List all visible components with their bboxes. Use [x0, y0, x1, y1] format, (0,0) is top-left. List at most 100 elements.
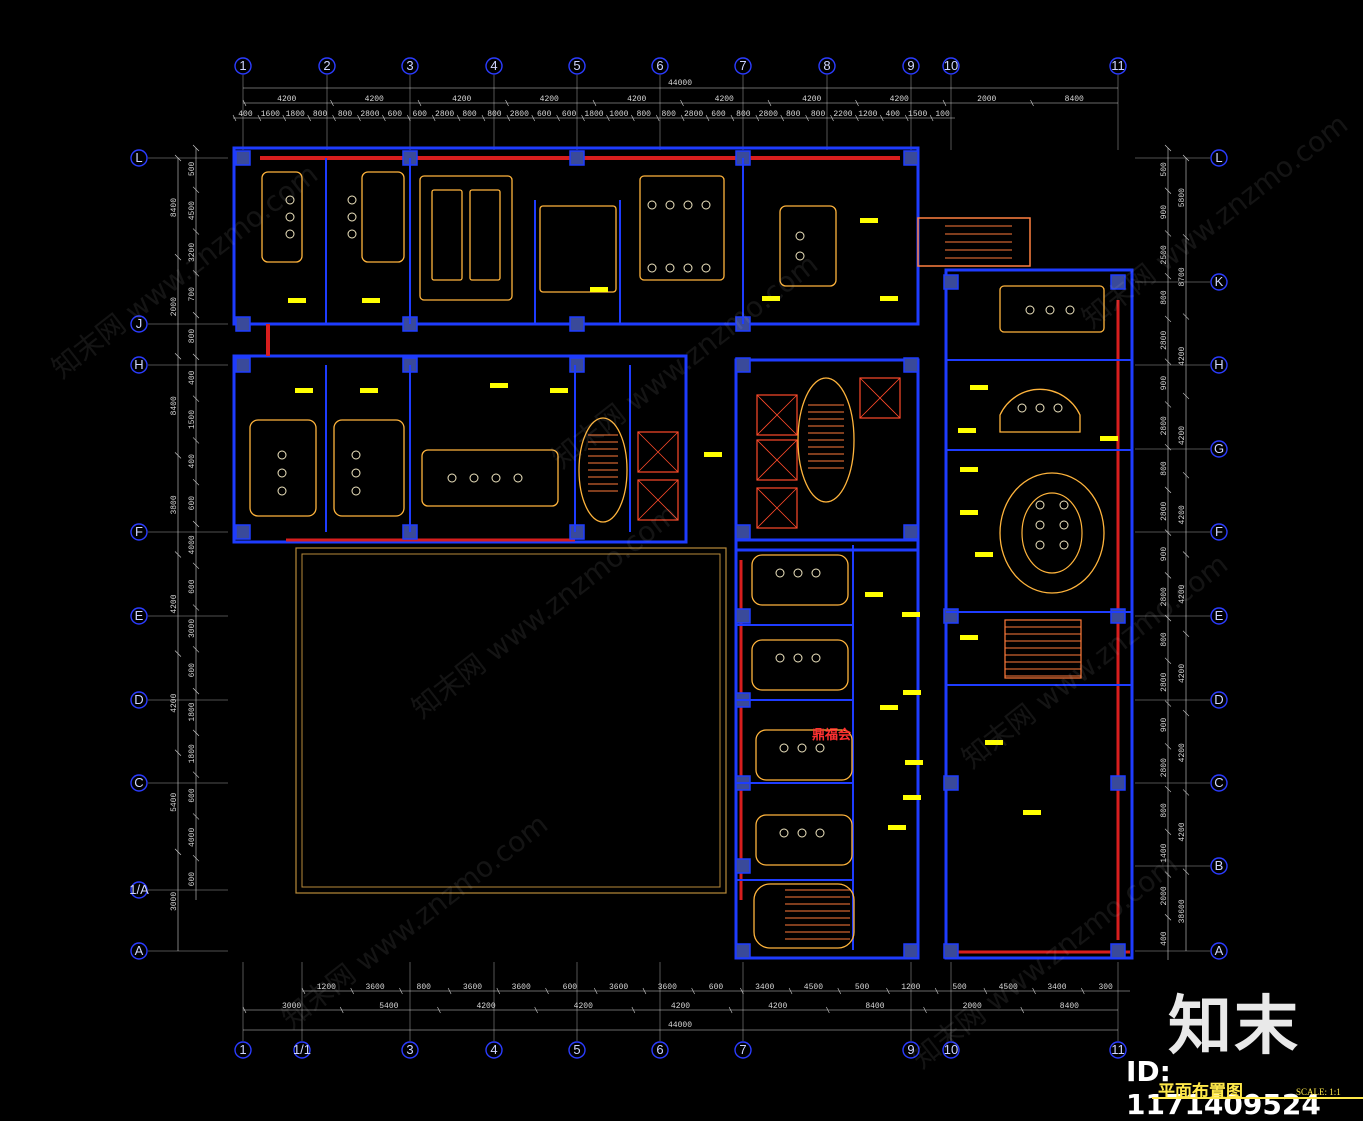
dimension-top-bay: 8400 — [1065, 95, 1084, 104]
dimension-tick — [174, 253, 182, 261]
grid-bubble-circle — [130, 607, 148, 625]
dimension-right-bay: 4200 — [1178, 584, 1187, 603]
annotation-tag — [985, 740, 1003, 745]
grid-bubble-bottom: 1 — [234, 1041, 252, 1059]
dimension-right-bay: 4200 — [1178, 664, 1187, 683]
annotation-tag — [550, 388, 568, 393]
dimension-right-bay: 4200 — [1178, 822, 1187, 841]
dimension-tick — [929, 114, 934, 122]
elevator — [756, 487, 798, 529]
chair — [1035, 500, 1045, 510]
annotation-tag — [288, 298, 306, 303]
chair — [1035, 520, 1045, 530]
dimension-right-detail: 2800 — [1160, 672, 1169, 691]
dimension-left-bay: 5400 — [170, 793, 179, 812]
dimension-tick — [174, 551, 182, 558]
dimension-tick — [506, 114, 511, 122]
annotation-tag — [1100, 436, 1118, 441]
dimension-tick — [1164, 486, 1172, 494]
grid-bubble-label: L — [1215, 150, 1222, 165]
brand-logo: 知末 — [1168, 990, 1300, 1064]
grid-bubble-label: 7 — [739, 58, 746, 73]
grid-bubble-circle — [401, 1041, 419, 1059]
dimension-top-detail: 600 — [711, 110, 726, 119]
dimension-tick — [631, 114, 635, 122]
grid-bubble-right: G — [1210, 440, 1228, 458]
dimension-tick — [855, 99, 859, 107]
grid-bubble-left: E — [130, 607, 148, 625]
dimension-tick — [631, 1006, 636, 1014]
sofa-set — [261, 171, 303, 263]
dimension-tick — [1164, 914, 1172, 921]
dimension-tick — [192, 687, 200, 695]
chair — [347, 212, 357, 222]
dimension-top-detail: 800 — [487, 110, 502, 119]
grid-bubble-bottom: 7 — [734, 1041, 752, 1059]
grid-bubble-label: 9 — [907, 58, 914, 73]
dimension-right-detail: 2800 — [1160, 501, 1169, 520]
grid-bubble-label: D — [134, 692, 143, 707]
grid-bubble-left: D — [130, 691, 148, 709]
dimension-tick — [826, 1006, 830, 1014]
chair — [1065, 305, 1075, 315]
grid-bubble-right: H — [1210, 356, 1228, 374]
dimension-right-detail: 2500 — [1160, 245, 1169, 264]
dimension-bottom-bay: 4200 — [671, 1002, 690, 1011]
chair — [683, 200, 693, 210]
grid-bubble-left: F — [130, 523, 148, 541]
annotation-tag — [958, 428, 976, 433]
structural-column — [235, 357, 251, 373]
chair — [811, 568, 821, 578]
grid-bubble-circle — [1210, 942, 1228, 960]
dimension-tick — [192, 771, 200, 778]
chair — [277, 450, 287, 460]
furniture-layout — [249, 171, 1118, 949]
structural-column — [569, 524, 585, 540]
grid-bubble-circle — [1210, 523, 1228, 541]
dimension-bottom-detail: 4500 — [804, 983, 823, 992]
chair — [647, 263, 657, 273]
dimension-top-bay: 4200 — [452, 95, 471, 104]
grid-bubble-left: C — [130, 774, 148, 792]
grid-bubble-bottom: 6 — [651, 1041, 669, 1059]
dimension-left-detail: 600 — [188, 872, 197, 887]
dimension-tick — [592, 99, 597, 107]
chair — [811, 653, 821, 663]
grid-bubble-label: B — [1215, 858, 1224, 873]
drawing-scale: SCALE: 1:1 — [1296, 1087, 1341, 1097]
dimension-top-bay: 4200 — [277, 95, 296, 104]
grid-bubble-circle — [401, 57, 419, 75]
grid-bubble-label: F — [1215, 524, 1223, 539]
grid-bubble-circle — [1210, 857, 1228, 875]
grid-bubble-label: 3 — [406, 58, 413, 73]
dimension-top-detail: 600 — [562, 110, 577, 119]
dimension-tick — [192, 144, 200, 152]
elevator — [756, 439, 798, 481]
dimension-tick — [1182, 868, 1190, 875]
dimension-bottom-detail: 3600 — [512, 983, 531, 992]
grid-bubble-circle — [485, 1041, 503, 1059]
grid-bubble-right: B — [1210, 857, 1228, 875]
grid-bubble-label: 1/A — [129, 882, 149, 897]
grid-bubble-bottom: 10 — [942, 1041, 960, 1059]
grid-bubble-label: L — [135, 150, 142, 165]
annotation-tag — [880, 296, 898, 301]
grid-bubble-top: 6 — [651, 57, 669, 75]
elevator — [637, 431, 679, 473]
dimension-tick — [728, 1006, 733, 1014]
dimension-tick — [534, 1006, 538, 1014]
grid-bubble-circle — [130, 149, 148, 167]
dimension-top-bay: 4200 — [715, 95, 734, 104]
dimension-tick — [1182, 392, 1190, 400]
dimension-tick — [1164, 785, 1172, 793]
dimension-tick — [923, 1006, 927, 1014]
dimension-tick — [192, 311, 200, 319]
dimension-tick — [242, 99, 247, 107]
dimension-right-bay: 8700 — [1178, 267, 1187, 286]
structural-column — [735, 608, 751, 624]
dimension-top-bay: 4200 — [627, 95, 646, 104]
dimension-bottom-detail: 1200 — [317, 983, 336, 992]
grid-bubble-label: 9 — [907, 1042, 914, 1057]
grid-bubble-label: F — [135, 524, 143, 539]
